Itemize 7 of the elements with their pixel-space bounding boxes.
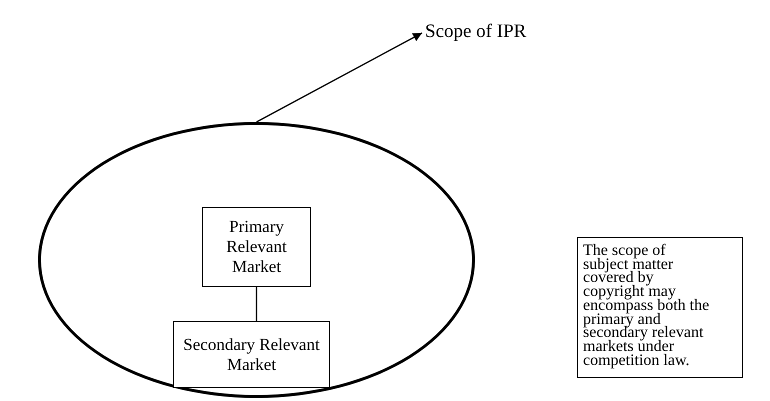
note-box: The scope of subject matter covered by copyright may encompass both the primary and secondary relevant markets under competition law.	[577, 237, 743, 378]
market-box: Primary Relevant Market	[202, 207, 311, 287]
scope-ellipse	[38, 122, 475, 398]
market-box: Secondary Relevant Market	[173, 321, 330, 388]
connector-line	[256, 287, 258, 321]
arrow	[256, 32, 422, 123]
scope-label: Scope of IPR	[425, 20, 565, 46]
